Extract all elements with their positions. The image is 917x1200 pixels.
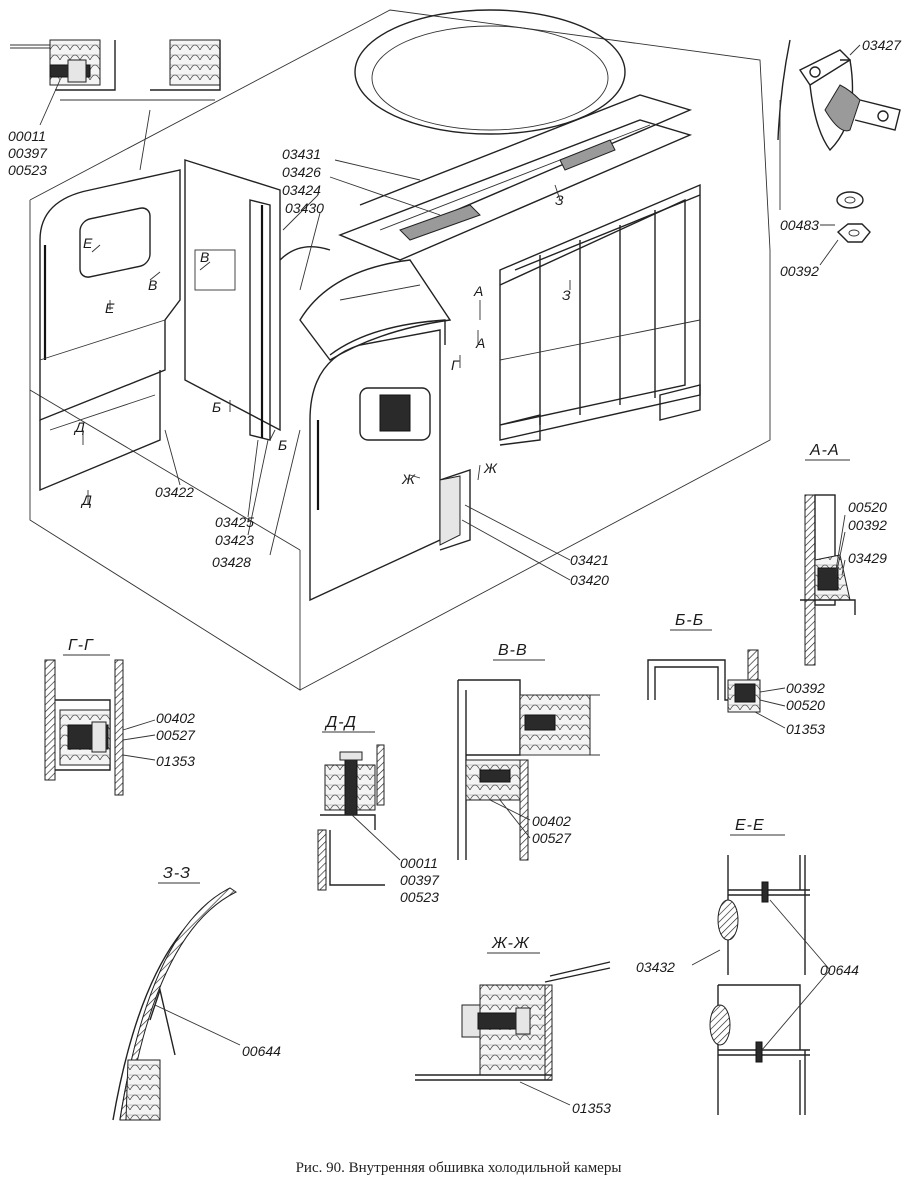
front-arch (279, 246, 452, 361)
section-title-bb: Б-Б (675, 612, 704, 629)
label-00483: 00483 (780, 217, 819, 233)
section-ee: Е-Е (691, 817, 831, 1115)
label-aa-03429: 03429 (848, 550, 887, 566)
middle-partition (184, 159, 281, 441)
lattice-frame (499, 183, 701, 446)
label-03423: 03423 (215, 532, 254, 548)
label-ee-00644: 00644 (820, 962, 859, 978)
left-wall-panel (39, 169, 181, 492)
cut-mark-z1: З (555, 192, 564, 208)
cut-marks: В В Е Е Д Д Б Б З З А А Г Ж Ж (73, 184, 571, 508)
label-zhzh-01353: 01353 (572, 1100, 611, 1116)
label-vv-00527: 00527 (532, 830, 572, 846)
label-gg-00402: 00402 (156, 710, 195, 726)
label-dd-00011: 00011 (400, 855, 438, 871)
section-zz: З-З (112, 865, 241, 1121)
cut-mark-z2: З (562, 287, 571, 303)
cut-mark-b2: Б (278, 437, 287, 453)
refrigerated-chamber-isometric: В В Е Е Д Д Б Б З З А А Г Ж Ж (29, 9, 781, 691)
section-title-zz: З-З (163, 865, 191, 882)
label-00392: 00392 (780, 263, 819, 279)
cut-mark-d1: Д (73, 419, 85, 435)
label-aa-00520: 00520 (848, 499, 887, 515)
section-title-dd: Д-Д (324, 714, 357, 731)
label-03424: 03424 (282, 182, 321, 198)
label-dd-00523: 00523 (400, 889, 439, 905)
label-vv-00402: 00402 (532, 813, 571, 829)
section-vv: В-В (457, 642, 600, 861)
cut-mark-e1: Е (83, 235, 93, 251)
label-03428: 03428 (212, 554, 251, 570)
label-03431: 03431 (282, 146, 321, 162)
section-dd: Д-Д (317, 714, 401, 891)
label-tl-00011: 00011 (8, 128, 46, 144)
label-bb-00392: 00392 (786, 680, 825, 696)
section-title-ee: Е-Е (735, 817, 765, 834)
front-wall-panel (309, 329, 471, 602)
section-gg: Г-Г (44, 637, 156, 796)
label-03427: 03427 (862, 37, 902, 53)
cut-mark-v2: В (148, 277, 157, 293)
label-03426: 03426 (282, 164, 321, 180)
detail-top-left (10, 39, 221, 171)
cut-mark-d2: Д (80, 492, 92, 508)
label-03420: 03420 (570, 572, 609, 588)
label-tl-00523: 00523 (8, 162, 47, 178)
section-title-zhzh: Ж-Ж (491, 935, 530, 952)
label-zz-00644: 00644 (242, 1043, 281, 1059)
label-03421: 03421 (570, 552, 609, 568)
label-03425: 03425 (215, 514, 254, 530)
cut-mark-g1: Г (451, 357, 460, 373)
cut-mark-a1: А (473, 283, 483, 299)
label-03430: 03430 (285, 200, 324, 216)
cut-mark-b1: Б (212, 399, 221, 415)
section-title-vv: В-В (498, 642, 528, 659)
bracket-detail (777, 39, 901, 266)
label-tl-00397: 00397 (8, 145, 48, 161)
section-aa: А-А (800, 442, 856, 666)
label-aa-00392: 00392 (848, 517, 887, 533)
label-bb-00520: 00520 (786, 697, 825, 713)
main-leaders (164, 100, 781, 581)
cut-mark-zh2: Ж (401, 471, 416, 487)
label-bb-01353: 01353 (786, 721, 825, 737)
label-gg-01353: 01353 (156, 753, 195, 769)
cut-mark-v1: В (200, 249, 209, 265)
cut-mark-a2: А (475, 335, 485, 351)
label-dd-00397: 00397 (400, 872, 440, 888)
cut-mark-zh1: Ж (483, 460, 498, 476)
section-zhzh: Ж-Ж (415, 935, 611, 1106)
label-gg-00527: 00527 (156, 727, 196, 743)
figure-caption: Рис. 90. Внутренняя обшивка холодильной … (295, 1160, 622, 1176)
section-bb: Б-Б (647, 612, 786, 729)
section-title-gg: Г-Г (68, 637, 94, 654)
label-ee-03432: 03432 (636, 959, 675, 975)
section-title-aa: А-А (809, 442, 840, 459)
label-03422: 03422 (155, 484, 194, 500)
